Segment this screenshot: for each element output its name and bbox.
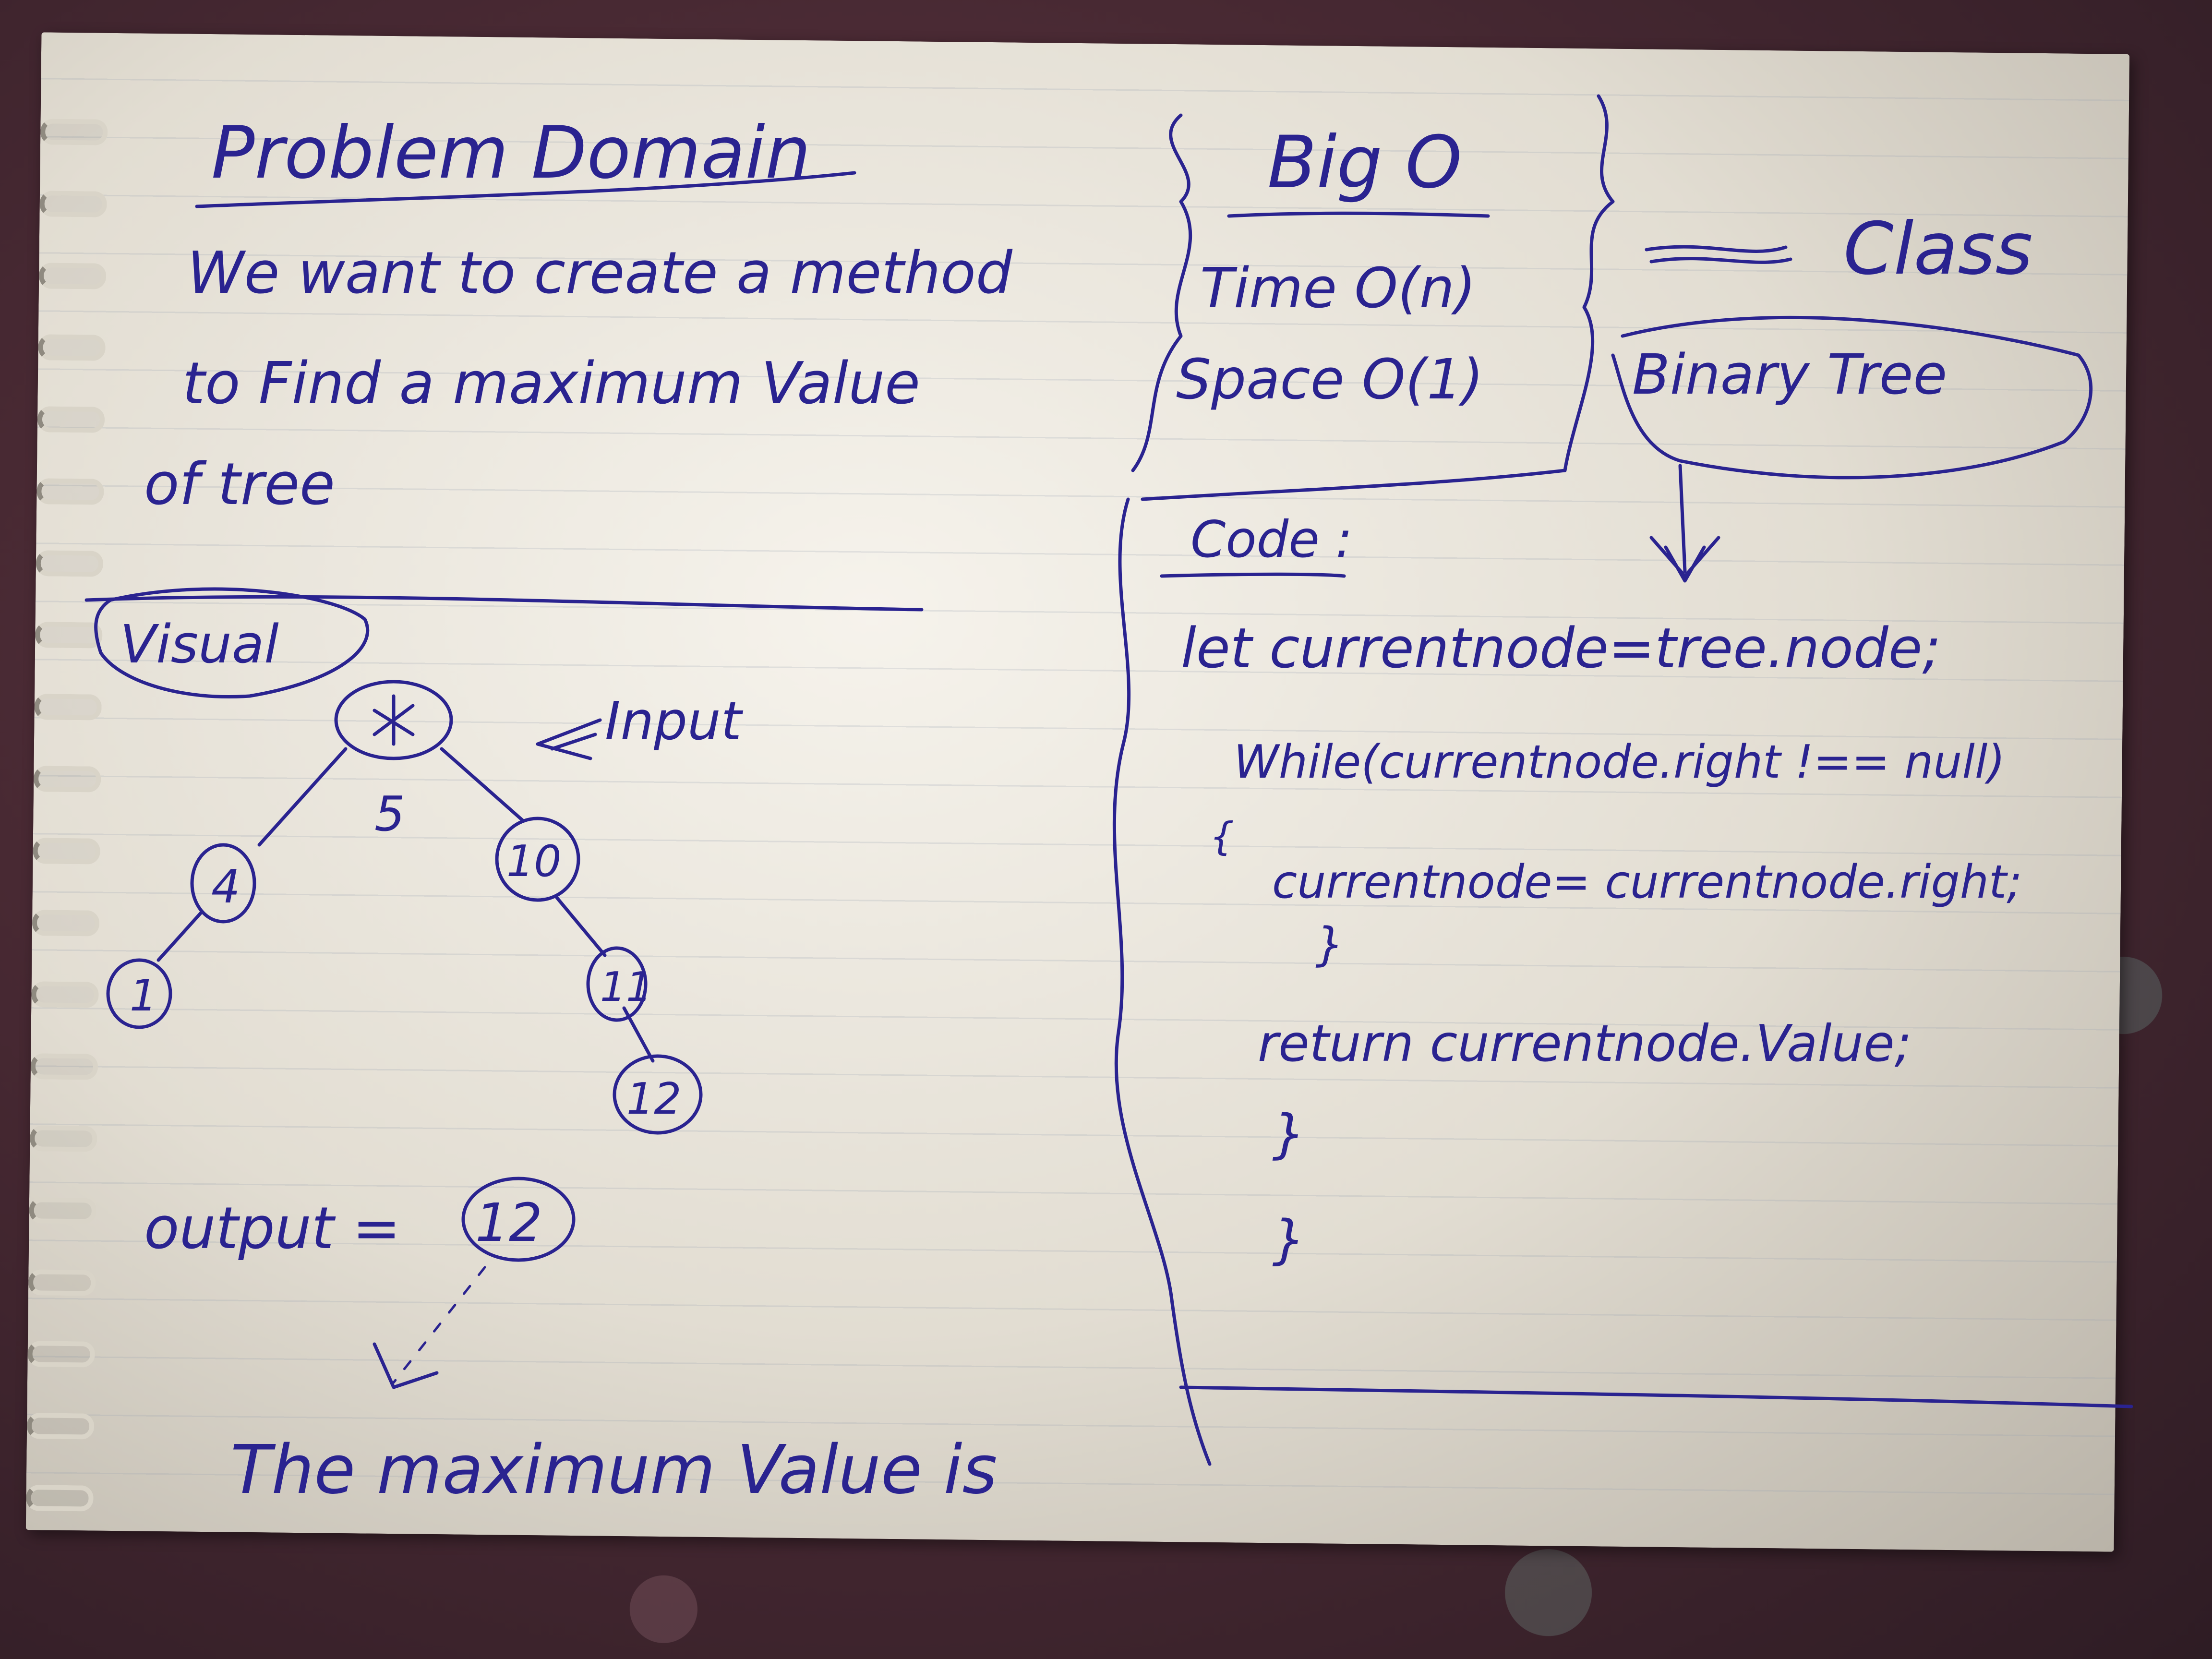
code-line-4: currentnode= currentnode.right;: [1272, 856, 2022, 909]
dotted-arrow: [392, 1266, 486, 1384]
conclusion-text: The maximum Value is: [230, 1431, 998, 1509]
code-line-3: {: [1210, 814, 1234, 859]
code-line-6: return currentnode.Value;: [1258, 1014, 1911, 1073]
tree-edge: [257, 747, 348, 847]
class-bubble: [1611, 315, 2093, 480]
tree-root-node: [334, 680, 453, 760]
node-1-label: 1: [130, 971, 157, 1021]
node-5: 5: [374, 786, 405, 842]
big-o-space: Space O(1): [1176, 348, 1483, 412]
input-arrow-icon: [536, 718, 602, 760]
tree-node-4: [190, 843, 256, 924]
tree-edge: [156, 910, 204, 962]
node-10-label: 10: [506, 836, 562, 887]
output-value: 12: [475, 1192, 542, 1253]
output-label: output =: [144, 1195, 401, 1262]
visual-bubble: [94, 587, 370, 699]
class-name: Binary Tree: [1632, 343, 1947, 407]
scribble-root: [373, 694, 415, 746]
tree-edge: [440, 747, 525, 823]
code-line-7: }: [1272, 1103, 1306, 1165]
big-o-right-brace: [1141, 94, 1615, 501]
problem-line-3: of tree: [144, 451, 335, 518]
problem-line-2: to Find a maximum Value: [182, 350, 920, 417]
tree-node-1: [106, 958, 172, 1029]
vertical-divider: [1112, 497, 1212, 1466]
big-o-left-brace: [1131, 113, 1192, 472]
big-o-underline: [1227, 211, 1490, 218]
big-o-title: Big O: [1267, 121, 1462, 204]
code-line-2: While(currentnode.right !== null): [1234, 736, 2005, 789]
code-line-5: }: [1315, 918, 1344, 971]
scribbled-word: [1645, 245, 1792, 264]
tree-node-10: [495, 817, 580, 902]
node-11-label: 11: [600, 963, 652, 1011]
arrow-head-icon: [373, 1342, 439, 1389]
tree-edge: [555, 896, 607, 957]
big-o-time: Time O(n): [1200, 256, 1476, 321]
tree-node-12: [613, 1054, 703, 1135]
input-label: Input: [605, 690, 744, 752]
down-arrow-icon: [1649, 464, 1720, 583]
output-circle: [461, 1177, 576, 1262]
node-12-label: 12: [626, 1074, 682, 1124]
problem-line-1: We want to create a method: [187, 240, 1013, 307]
code-line-1: let currentnode=tree.node;: [1181, 616, 1941, 681]
visual-label: Visual: [120, 613, 279, 675]
code-label: Code :: [1190, 510, 1353, 569]
class-title: Class: [1843, 207, 2033, 291]
divider-line: [84, 595, 924, 612]
bottom-divider: [1179, 1385, 2133, 1408]
code-underline: [1160, 572, 1346, 578]
problem-domain-title: Problem Domain: [211, 111, 811, 195]
node-4-label: 4: [211, 861, 240, 914]
title-underline: [195, 171, 856, 208]
tree-node-11: [586, 946, 648, 1022]
code-line-8: }: [1272, 1209, 1306, 1270]
